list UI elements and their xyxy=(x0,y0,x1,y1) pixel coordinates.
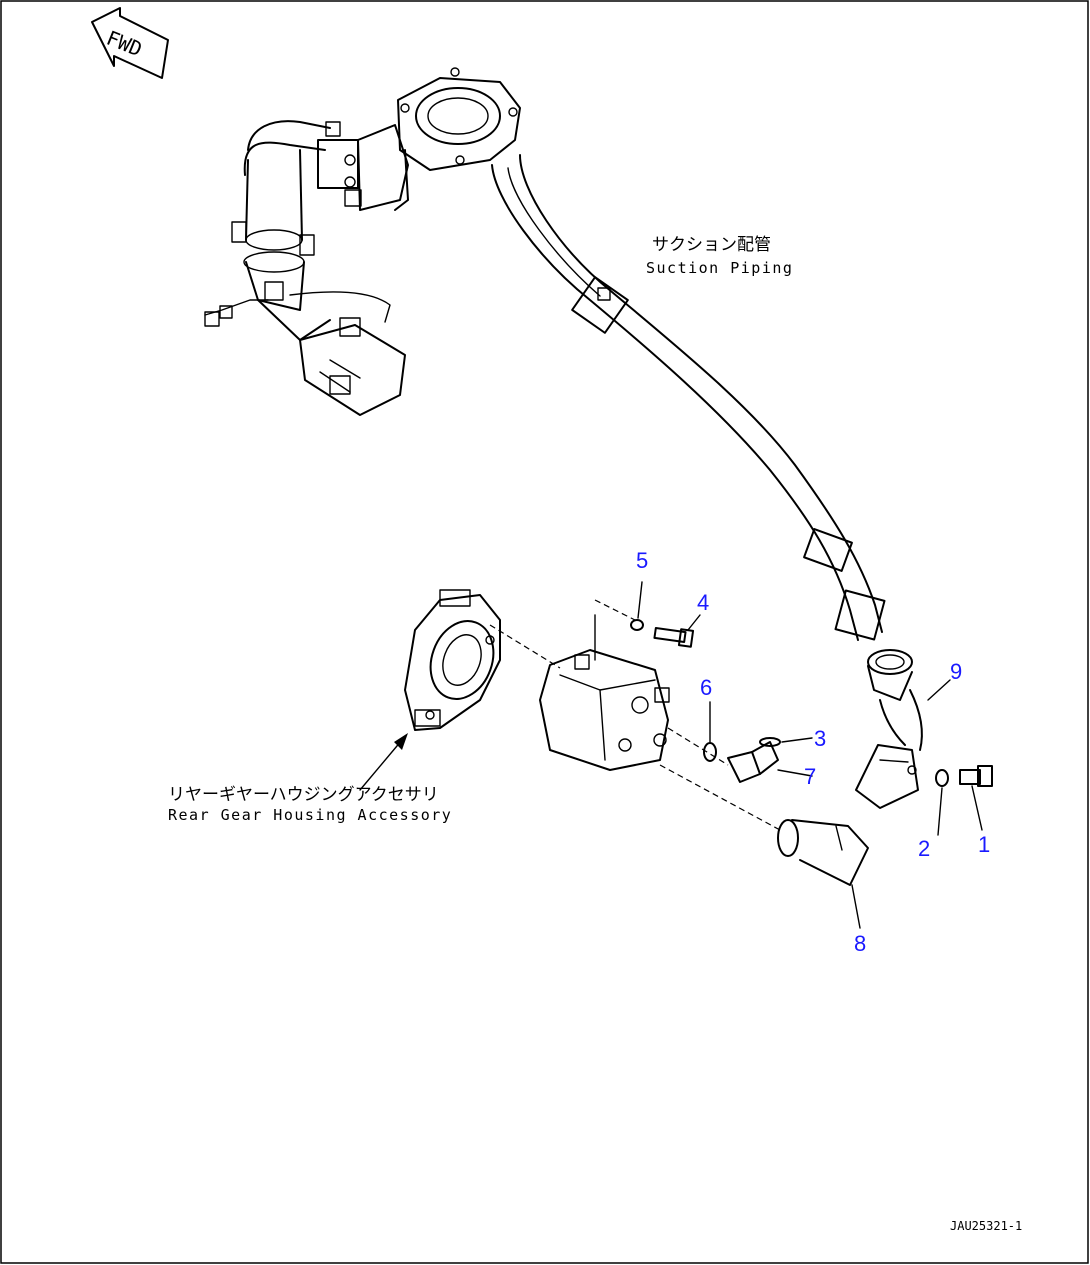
align-line-7 xyxy=(667,727,729,766)
align-line-8 xyxy=(659,764,781,831)
align-line-housing xyxy=(489,624,561,669)
part-2-washer xyxy=(935,769,949,836)
part-4-bolt xyxy=(653,614,701,648)
align-line-5 xyxy=(594,599,636,621)
rear-gear-jp: リヤーギヤーハウジングアクセサリ xyxy=(168,785,439,805)
callout-4: 4 xyxy=(697,590,709,615)
part-3-oring xyxy=(759,737,813,747)
rear-gear-en: Rear Gear Housing Accessory xyxy=(168,806,452,824)
leader-9 xyxy=(927,679,951,701)
upper-elbow-pipe xyxy=(231,120,331,341)
suction-flange xyxy=(394,67,521,211)
rear-gear-housing xyxy=(404,589,501,731)
callout-6: 6 xyxy=(700,675,712,700)
suction-piping-jp: サクション配管 xyxy=(652,235,771,255)
callout-9: 9 xyxy=(950,659,962,684)
fwd-arrow-icon: FWD xyxy=(91,7,169,79)
callout-1: 1 xyxy=(978,832,990,857)
suction-hose xyxy=(491,154,886,641)
callout-7: 7 xyxy=(804,764,816,789)
callout-3: 3 xyxy=(814,726,826,751)
part-1-bolt xyxy=(959,765,993,831)
callout-2: 2 xyxy=(918,836,930,861)
suction-piping-en: Suction Piping xyxy=(646,259,793,277)
drawing-code: JAU25321-1 xyxy=(950,1219,1022,1233)
callout-8: 8 xyxy=(854,931,866,956)
part-6-oring xyxy=(703,701,717,762)
part-8-outlet-elbow xyxy=(777,819,869,929)
rear-gear-leader xyxy=(359,733,408,791)
callout-5: 5 xyxy=(636,548,648,573)
pump-body xyxy=(539,649,670,771)
pipe-clamp xyxy=(317,121,409,211)
part-5-washer xyxy=(630,581,644,631)
hose-elbow-part-9 xyxy=(855,649,923,809)
sensor-bracket xyxy=(204,291,406,416)
part-7-elbow xyxy=(727,741,813,783)
